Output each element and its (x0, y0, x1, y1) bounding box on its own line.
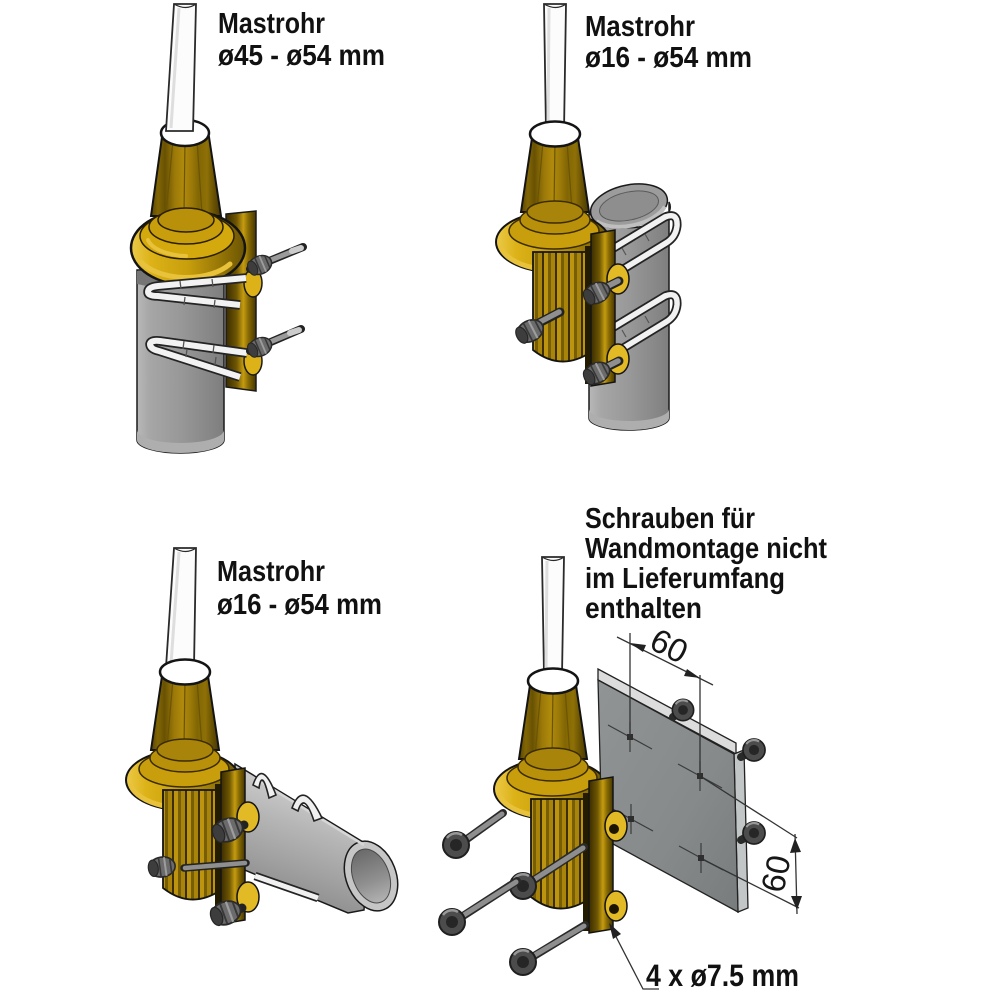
svg-text:Mastrohr: Mastrohr (585, 11, 695, 43)
svg-text:Schrauben für: Schrauben für (585, 503, 755, 535)
svg-text:enthalten: enthalten (585, 593, 702, 625)
svg-text:im Lieferumfang: im Lieferumfang (585, 563, 785, 595)
svg-text:Mastrohr: Mastrohr (218, 8, 325, 40)
svg-text:ø45 - ø54 mm: ø45 - ø54 mm (218, 40, 385, 72)
svg-text:Mastrohr: Mastrohr (217, 556, 325, 588)
svg-text:ø16 - ø54 mm: ø16 - ø54 mm (217, 589, 382, 621)
svg-text:60: 60 (754, 852, 798, 896)
svg-text:Wandmontage nicht: Wandmontage nicht (585, 533, 827, 565)
svg-text:ø16 - ø54 mm: ø16 - ø54 mm (585, 42, 752, 74)
svg-text:4 x ø7.5 mm: 4 x ø7.5 mm (646, 958, 799, 993)
